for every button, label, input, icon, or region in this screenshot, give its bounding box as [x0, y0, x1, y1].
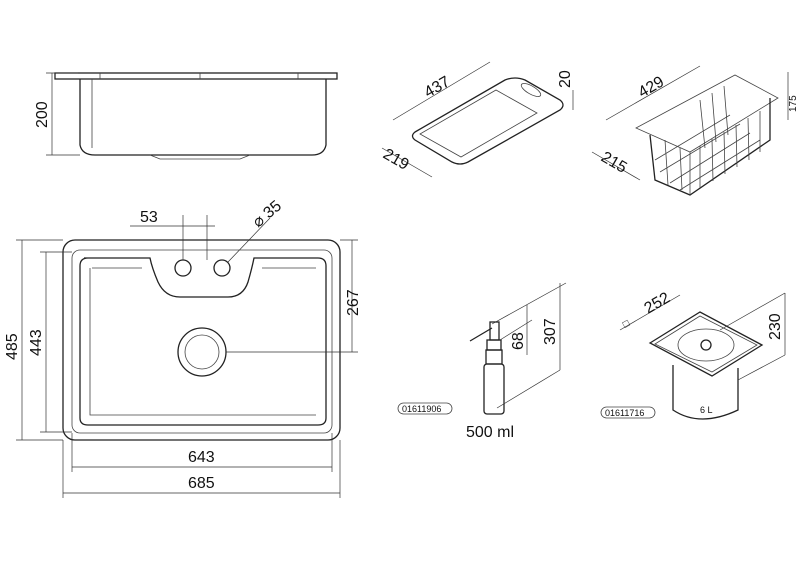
bin-size-symbol: □ — [621, 318, 632, 331]
dim-inner-width: 643 — [188, 449, 215, 466]
dim-board-height: 20 — [557, 70, 574, 88]
dim-hole-spacing: 53 — [140, 209, 158, 226]
sink-side-view: 200 — [34, 72, 338, 160]
dim-dispenser-top-height: 68 — [510, 332, 527, 350]
dispenser-volume: 500 ml — [466, 424, 514, 441]
dim-outer-width: 685 — [188, 475, 215, 492]
waste-bin: □ 252 230 01611716 6 L — [600, 289, 786, 420]
dim-basket-width: 215 — [598, 149, 630, 177]
drying-basket: 429 215 175 — [591, 65, 799, 196]
dim-outer-depth: 485 — [4, 333, 21, 360]
sink-top-view: 53 ⌀ 35 485 443 267 643 685 — [4, 197, 362, 498]
tap-hole — [213, 259, 231, 277]
dim-inner-depth: 443 — [28, 329, 45, 356]
dispenser-code: 01611906 — [402, 404, 441, 414]
dim-drain-offset: 267 — [345, 289, 362, 316]
dim-bin-height: 230 — [767, 313, 784, 340]
cutting-board: 437 219 20 — [380, 61, 574, 178]
dim-board-length: 437 — [422, 73, 454, 101]
dim-dispenser-height: 307 — [542, 318, 559, 345]
dim-basket-height: 175 — [788, 95, 799, 112]
dim-basket-length: 429 — [636, 73, 668, 101]
tap-hole — [174, 259, 192, 277]
dim-side-height: 200 — [34, 101, 51, 128]
soap-dispenser: 307 68 01611906 500 ml — [397, 282, 567, 441]
dim-bin-size: 252 — [642, 289, 674, 317]
bin-code: 01611716 — [605, 408, 644, 418]
bin-volume: 6 L — [700, 405, 713, 415]
dim-hole-diameter: ⌀ 35 — [250, 197, 285, 231]
